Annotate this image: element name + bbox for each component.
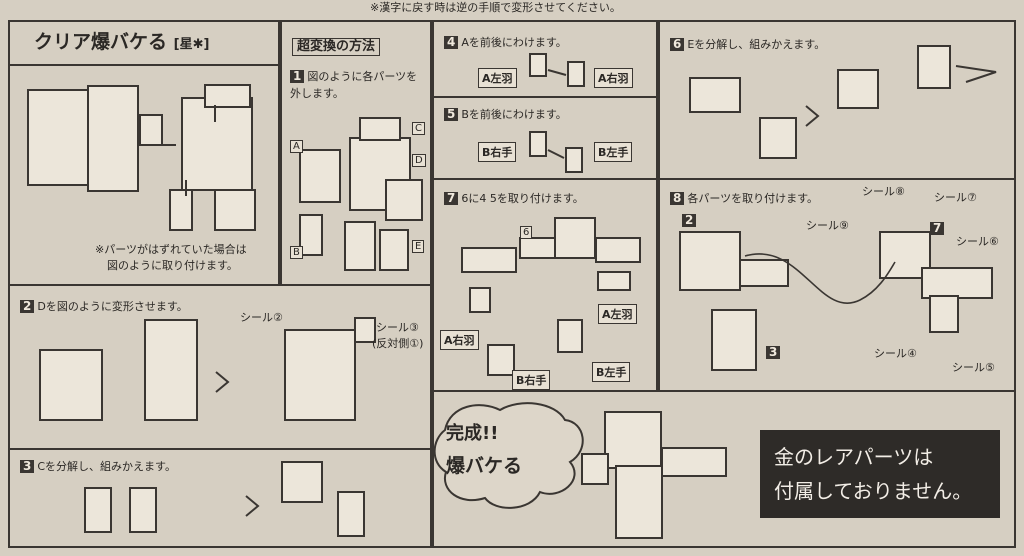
step1-number: 1	[290, 69, 305, 84]
complete-panel	[432, 390, 1016, 548]
sticker-6: シール⑥	[956, 235, 999, 248]
part-letter-d: D	[412, 154, 426, 167]
title-text: クリア爆バケる	[34, 31, 168, 53]
method-title: 超変換の方法	[292, 38, 381, 57]
part-letter-a: A	[290, 140, 303, 153]
step3-number: 3	[20, 459, 35, 474]
step3-panel	[8, 448, 432, 548]
part-letter-c: C	[412, 122, 425, 135]
part-b-left-s7: B左手	[592, 362, 631, 382]
step4-text: Aを前後にわけます。	[461, 36, 567, 49]
complete-line2: 爆バケる	[446, 455, 523, 477]
sticker-2: シール②	[240, 311, 283, 324]
part-b-right-top: B右手	[478, 142, 517, 162]
step2-text: Dを図のように変形させます。	[37, 300, 188, 313]
complete-line1: 完成!!	[446, 423, 499, 444]
label-two: 2	[682, 213, 697, 228]
step6-number: 6	[670, 37, 685, 52]
step5-number: 5	[444, 107, 459, 122]
step1-text-1: 図のように各パーツを	[307, 70, 418, 83]
sticker-4: シール④	[874, 347, 917, 360]
notice-line1: 金のレアパーツは	[774, 445, 934, 469]
notice-box: 金のレアパーツは 付属しておりません。	[760, 430, 1000, 518]
label-seven: 7	[930, 221, 945, 236]
step5-text: Bを前後にわけます。	[461, 108, 567, 121]
part-a-left: A左羽	[478, 68, 517, 88]
part-b-left-top: B左手	[594, 142, 633, 162]
part-b-right-s7: B右手	[512, 370, 551, 390]
notice-line2: 付属しておりません。	[774, 479, 973, 503]
sticker-9: シール⑨	[806, 219, 849, 232]
page-title: クリア爆バケる [星✱]	[34, 32, 209, 53]
step3-text: Cを分解し、組みかえます。	[37, 460, 176, 473]
step8-panel	[658, 178, 1016, 392]
part-letter-b: B	[290, 246, 303, 259]
step7-panel	[432, 178, 658, 392]
part-letter-e: E	[412, 240, 425, 253]
step7-text: 6に4 5を取り付けます。	[461, 192, 584, 205]
sticker-5: シール⑤	[952, 361, 995, 374]
sticker-7: シール⑦	[934, 191, 977, 204]
step2-number: 2	[20, 299, 35, 314]
reattach-note-1: ※パーツがはずれていた場合は	[95, 243, 247, 256]
step8-text: 各パーツを取り付けます。	[687, 192, 819, 205]
step8-number: 8	[670, 191, 685, 206]
part-a-left-s7: A左羽	[598, 304, 637, 324]
header-note: ※漢字に戻す時は逆の手順で変形させてください。	[370, 1, 621, 14]
step1-text-2: 外します。	[290, 87, 344, 100]
sticker-3: シール③	[376, 321, 419, 334]
label-six: 6	[520, 226, 533, 239]
reattach-note-2: 図のように取り付けます。	[107, 259, 238, 272]
step4-number: 4	[444, 35, 459, 50]
title-bracket: [星✱]	[173, 37, 210, 52]
label-three: 3	[766, 345, 781, 360]
step7-number: 7	[444, 191, 459, 206]
sticker-8: シール⑧	[862, 185, 905, 198]
part-a-right-s7: A右羽	[440, 330, 479, 350]
step6-text: Eを分解し、組みかえます。	[687, 38, 826, 51]
part-a-right: A右羽	[594, 68, 633, 88]
sticker-3-note: (反対側①)	[372, 337, 424, 350]
